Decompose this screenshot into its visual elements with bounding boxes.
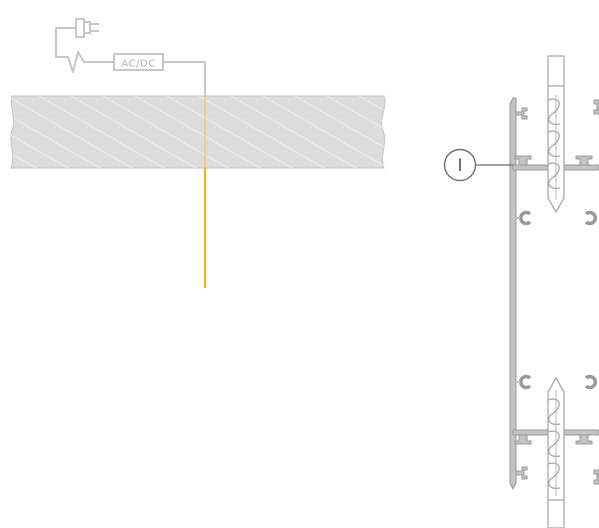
drill-bit-icon [547, 377, 565, 528]
power-supply-wiring [55, 27, 206, 97]
power-plug-icon [75, 18, 99, 38]
profile-clip-stems [516, 217, 520, 383]
ac-dc-label: AC/DC [121, 59, 155, 70]
profile-clips [518, 210, 598, 390]
drill-bit-icon [547, 55, 565, 213]
callout-marker: I [443, 148, 513, 182]
ceiling-slab [10, 95, 386, 169]
callout-label: I [457, 156, 462, 176]
ac-dc-converter: AC/DC [113, 53, 164, 71]
